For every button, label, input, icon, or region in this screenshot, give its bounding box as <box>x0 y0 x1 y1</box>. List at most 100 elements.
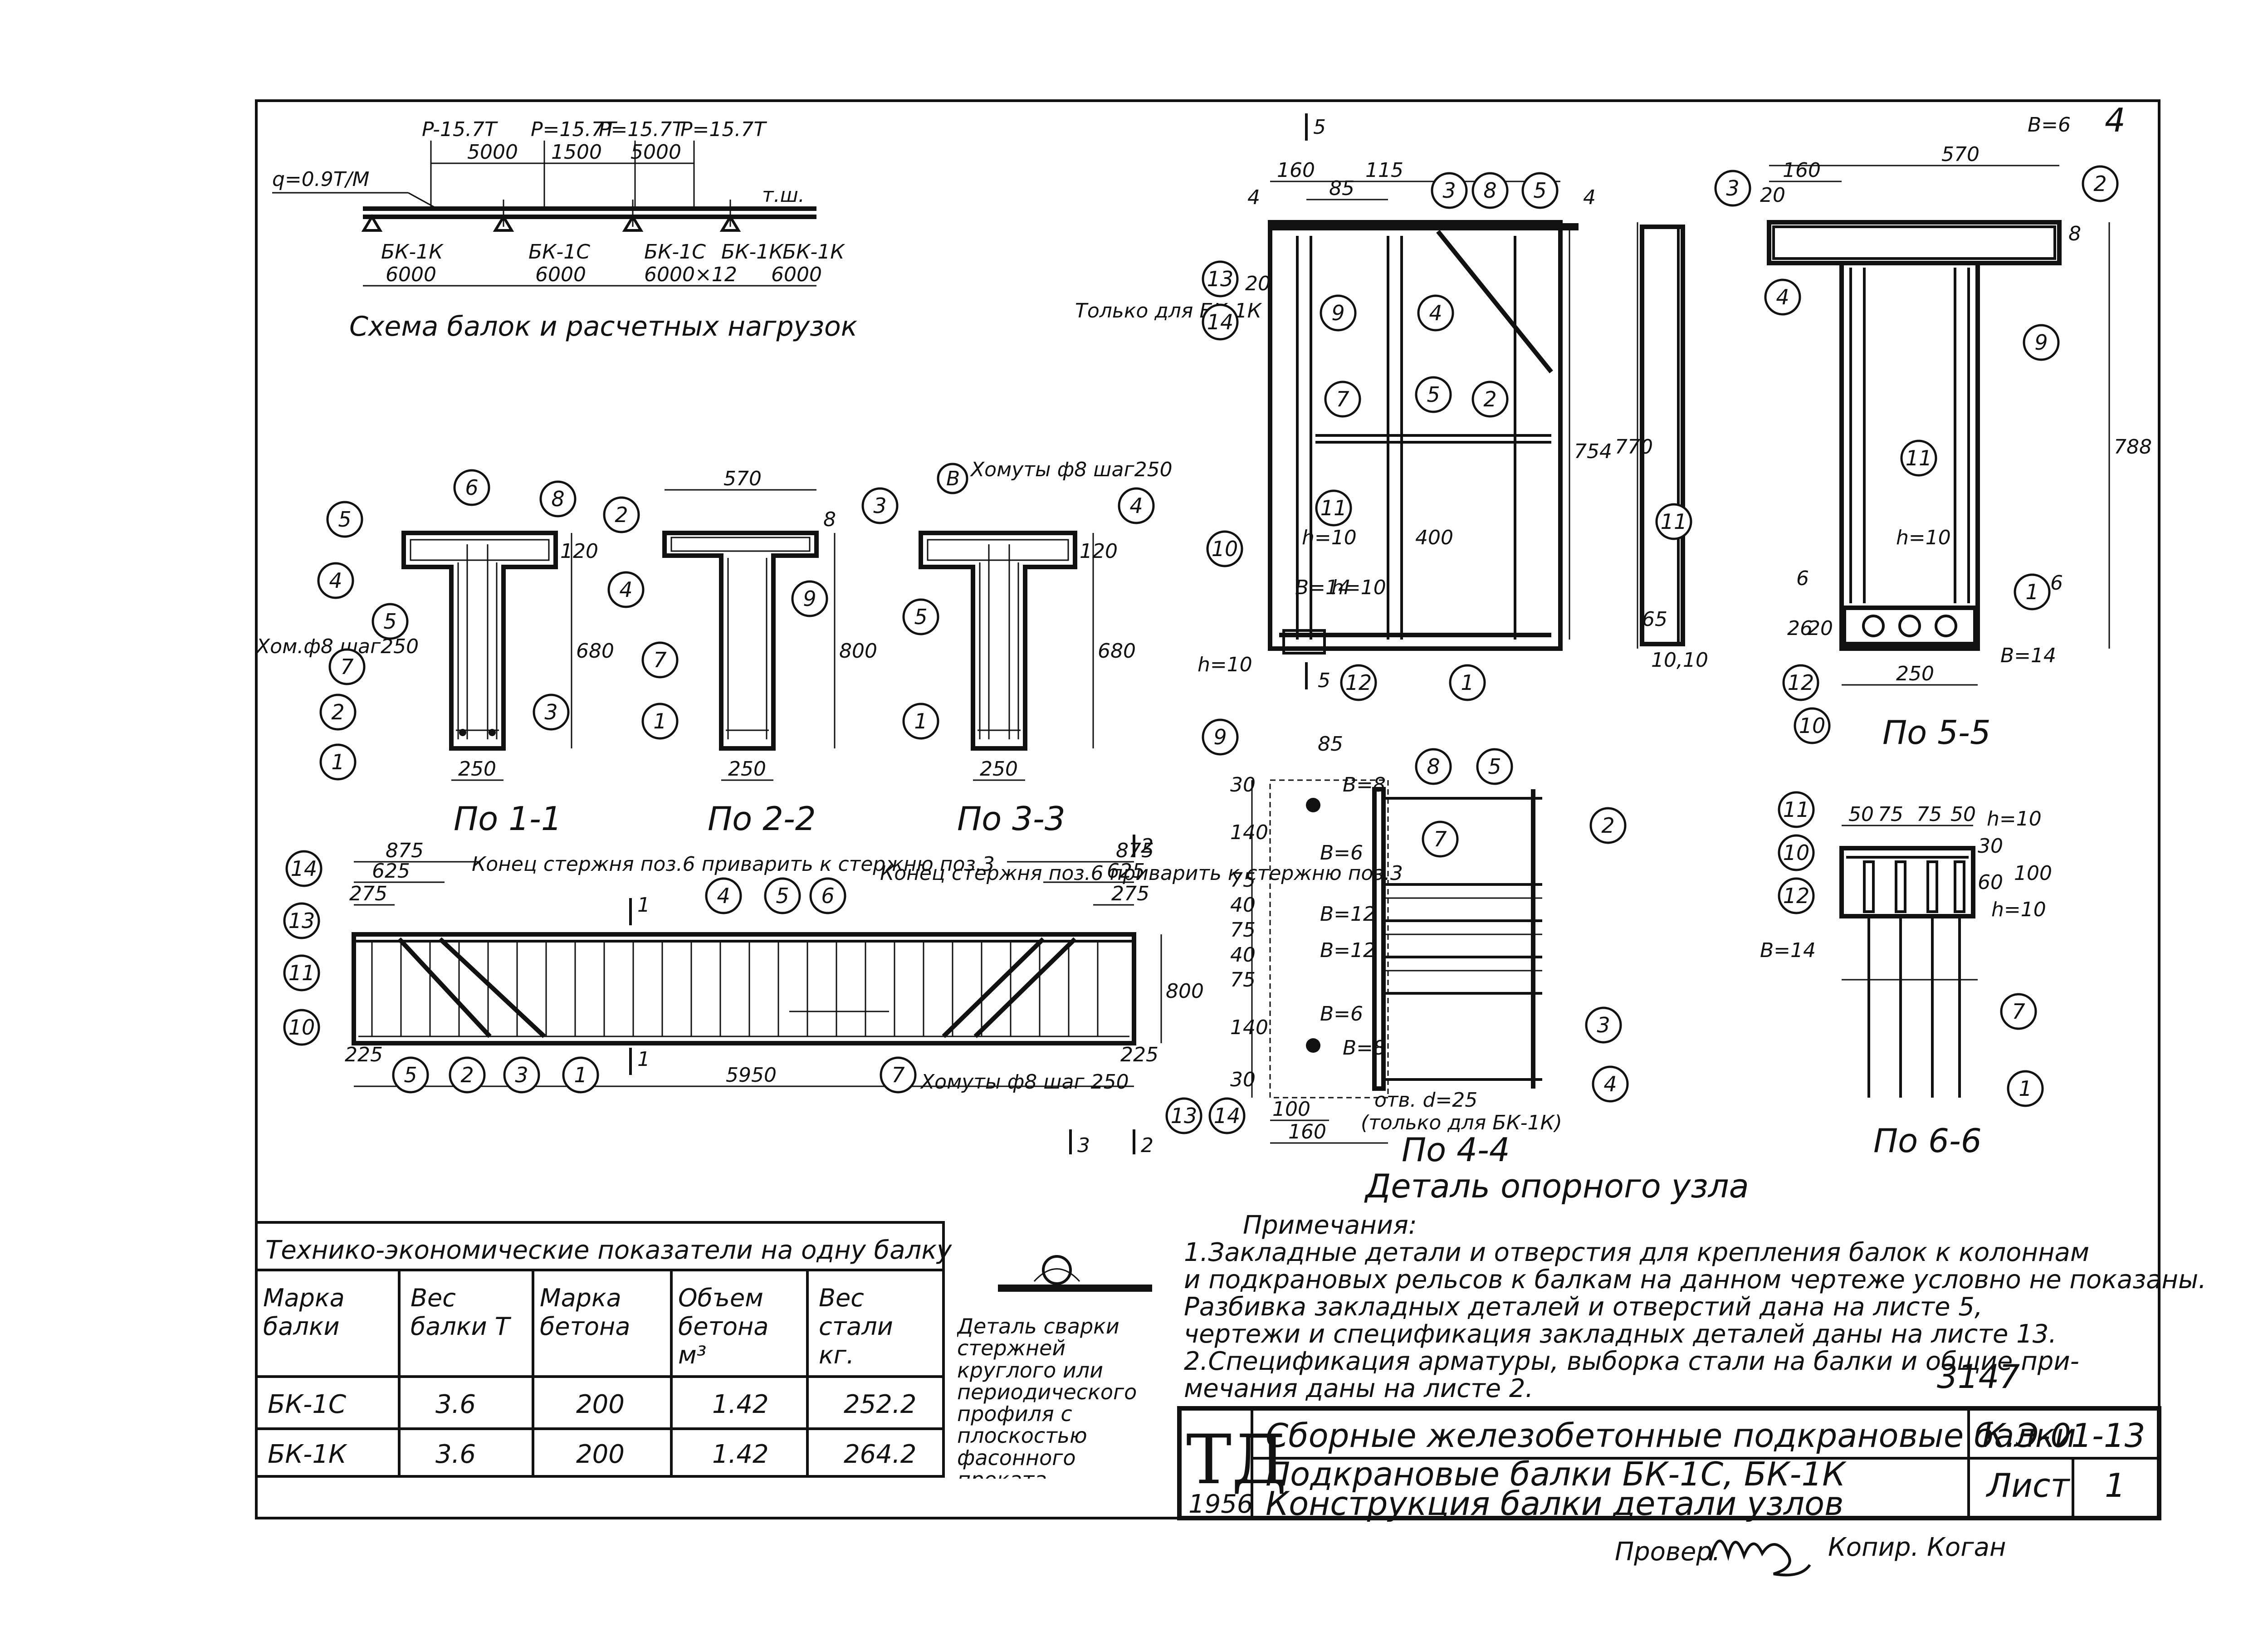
callout-circle <box>1778 877 1815 914</box>
callout-number: 11 <box>288 961 315 985</box>
callout-circle <box>1471 172 1509 209</box>
s44-row-2: 140 <box>1230 821 1268 844</box>
callout-circle <box>1449 664 1486 701</box>
detail-cut-4b: 4 <box>1583 186 1596 209</box>
detail-b14: B=14 <box>1295 576 1351 599</box>
callout-circle <box>705 877 742 914</box>
table-r1-concrete: 200 <box>576 1390 625 1419</box>
s11-top-thk: 120 <box>560 540 598 563</box>
section-2-2: 570 250 800 8 По 2-2 <box>662 467 877 838</box>
title-block: ТД 1956 Сборные железобетонные подкранов… <box>1177 1406 2161 1523</box>
detail-d754: 754 <box>1574 440 1612 463</box>
table-header-volume: Объем бетона м³ <box>678 1284 769 1369</box>
callout-circle <box>1118 487 1155 524</box>
table-r1-weight: 3.6 <box>435 1390 476 1419</box>
callout-circle <box>283 902 320 939</box>
callout-number: 2 <box>1601 813 1614 838</box>
beam-elevation: 875 625 275 875 625 275 800 5950 225 225… <box>345 835 1403 1157</box>
s44-b6a: B=6 <box>1320 841 1363 865</box>
callout-circle <box>1415 748 1452 785</box>
callout-circle <box>1585 1006 1622 1044</box>
callout-number: 10 <box>1783 840 1810 865</box>
elev-d275-right: 275 <box>1111 882 1149 905</box>
scheme-span-4: 6000 <box>771 263 822 286</box>
callout-number: 5 <box>383 609 396 634</box>
elev-d275-left: 275 <box>349 882 387 905</box>
title-main: Сборные железобетонные подкрановые балки <box>1266 1417 2076 1455</box>
s44-row-8: 140 <box>1230 1016 1268 1039</box>
s44-d85: 85 <box>1318 733 1343 756</box>
callout-number: 9 <box>803 586 816 611</box>
table-header-concrete: Марка бетона <box>540 1284 631 1341</box>
callout-circle <box>641 641 679 679</box>
callout-number: 4 <box>619 577 632 602</box>
callout-circle <box>2014 573 2051 611</box>
notes-line-6: мечания даны на листе 2. <box>1184 1374 1533 1403</box>
s55-d570: 570 <box>1941 143 1980 166</box>
detail-d160: 160 <box>1277 159 1315 182</box>
callout-circle <box>2023 324 2060 361</box>
s44-hole-note: (только для БК-1К) <box>1361 1111 1562 1134</box>
callout-number: 12 <box>1788 670 1814 695</box>
detail-h10b: h=10 <box>1331 576 1386 599</box>
callout-circle <box>317 562 354 599</box>
elev-note-right: Конец стержня поз.6 приварить к стержню … <box>880 862 1403 885</box>
callout-circle <box>1324 381 1361 418</box>
elev-cut-2b: 2 <box>1141 1134 1154 1157</box>
s55-d250: 250 <box>1896 662 1934 685</box>
s33-top-thk: 120 <box>1080 540 1118 563</box>
s22-caption: По 2-2 <box>708 800 816 838</box>
callout-circle <box>1714 170 1751 207</box>
s33-mark: В <box>946 467 960 490</box>
callout-circle <box>791 580 828 617</box>
callout-circle <box>1589 807 1627 844</box>
callout-number: 1 <box>2025 580 2038 604</box>
callout-circle <box>371 603 409 640</box>
callout-number: 2 <box>331 700 344 724</box>
title-year: 1956 <box>1188 1490 1253 1519</box>
s55-b6: B=6 <box>2028 113 2071 137</box>
callout-circle <box>283 954 320 992</box>
callout-number: 3 <box>1442 178 1456 203</box>
callout-number: 2 <box>615 503 628 527</box>
elev-d225-right: 225 <box>1120 1043 1158 1066</box>
scheme-span-3: 6000×12 <box>644 263 737 286</box>
callout-circle <box>1320 294 1357 332</box>
scheme-span-1: 6000 <box>386 263 436 286</box>
notes-line-3: Разбивка закладных деталей и отверстий д… <box>1184 1292 1983 1322</box>
callout-number: 8 <box>551 487 564 511</box>
elev-d225-left: 225 <box>345 1043 383 1066</box>
callout-number: 9 <box>1331 301 1344 325</box>
scheme-load-3: P=15.7T <box>599 118 685 141</box>
scheme-beam-2: БК-1С <box>528 240 590 264</box>
callout-number: 5 <box>338 507 351 532</box>
elev-cut-2a: 2 <box>1141 835 1154 858</box>
callout-circle <box>1208 1097 1246 1134</box>
callout-number: 4 <box>1776 285 1789 309</box>
detail-caption: Деталь опорного узла <box>1364 1167 1749 1205</box>
callout-circle <box>1782 664 1819 701</box>
table-r1-volume: 1.42 <box>712 1390 769 1419</box>
s22-top-thk: 8 <box>823 508 836 531</box>
callout-number: 11 <box>1783 797 1810 822</box>
callout-number: 4 <box>1603 1072 1617 1096</box>
table-header-weight: Вес балки Т <box>411 1284 510 1341</box>
callout-number: 4 <box>717 884 730 908</box>
detail-d65: 65 <box>1642 608 1667 631</box>
scheme-beam-3: БК-1С <box>644 240 706 264</box>
s11-caption: По 1-1 <box>454 800 562 838</box>
callout-number: 7 <box>891 1063 904 1087</box>
callout-number: 10 <box>1212 537 1238 561</box>
callout-circle <box>319 694 357 731</box>
s44-row-9: 30 <box>1230 1068 1256 1091</box>
s44-d160: 160 <box>1288 1120 1326 1143</box>
s66-h10b: h=10 <box>1991 898 2046 921</box>
s66-dim-1: 50 <box>1848 803 1874 826</box>
callout-number: 13 <box>1171 1104 1198 1128</box>
callout-circle <box>285 850 323 887</box>
s11-height: 680 <box>576 640 614 663</box>
callout-circle <box>1202 260 1239 298</box>
callout-circle <box>392 1056 429 1094</box>
s66-dim-4: 50 <box>1950 803 1976 826</box>
